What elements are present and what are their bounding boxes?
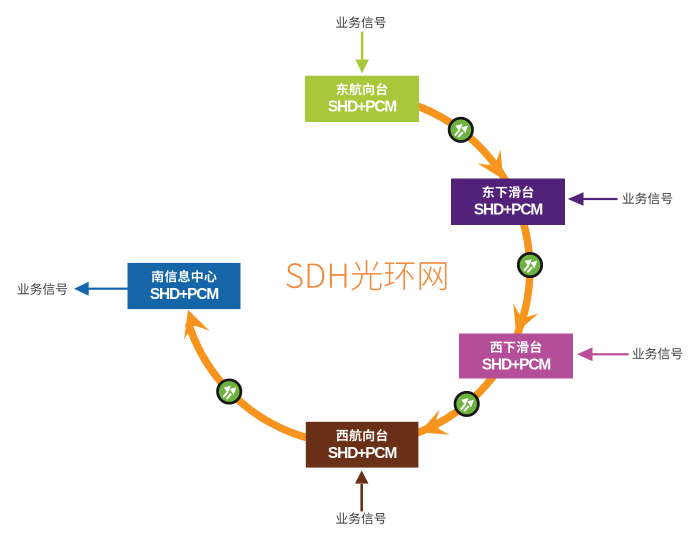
svg-text:SHD+PCM: SHD+PCM: [474, 202, 543, 219]
svg-text:SHD+PCM: SHD+PCM: [150, 286, 219, 303]
svg-text:SHD+PCM: SHD+PCM: [328, 445, 397, 462]
svg-text:SHD+PCM: SHD+PCM: [328, 99, 397, 116]
svg-text:SHD+PCM: SHD+PCM: [482, 357, 551, 374]
